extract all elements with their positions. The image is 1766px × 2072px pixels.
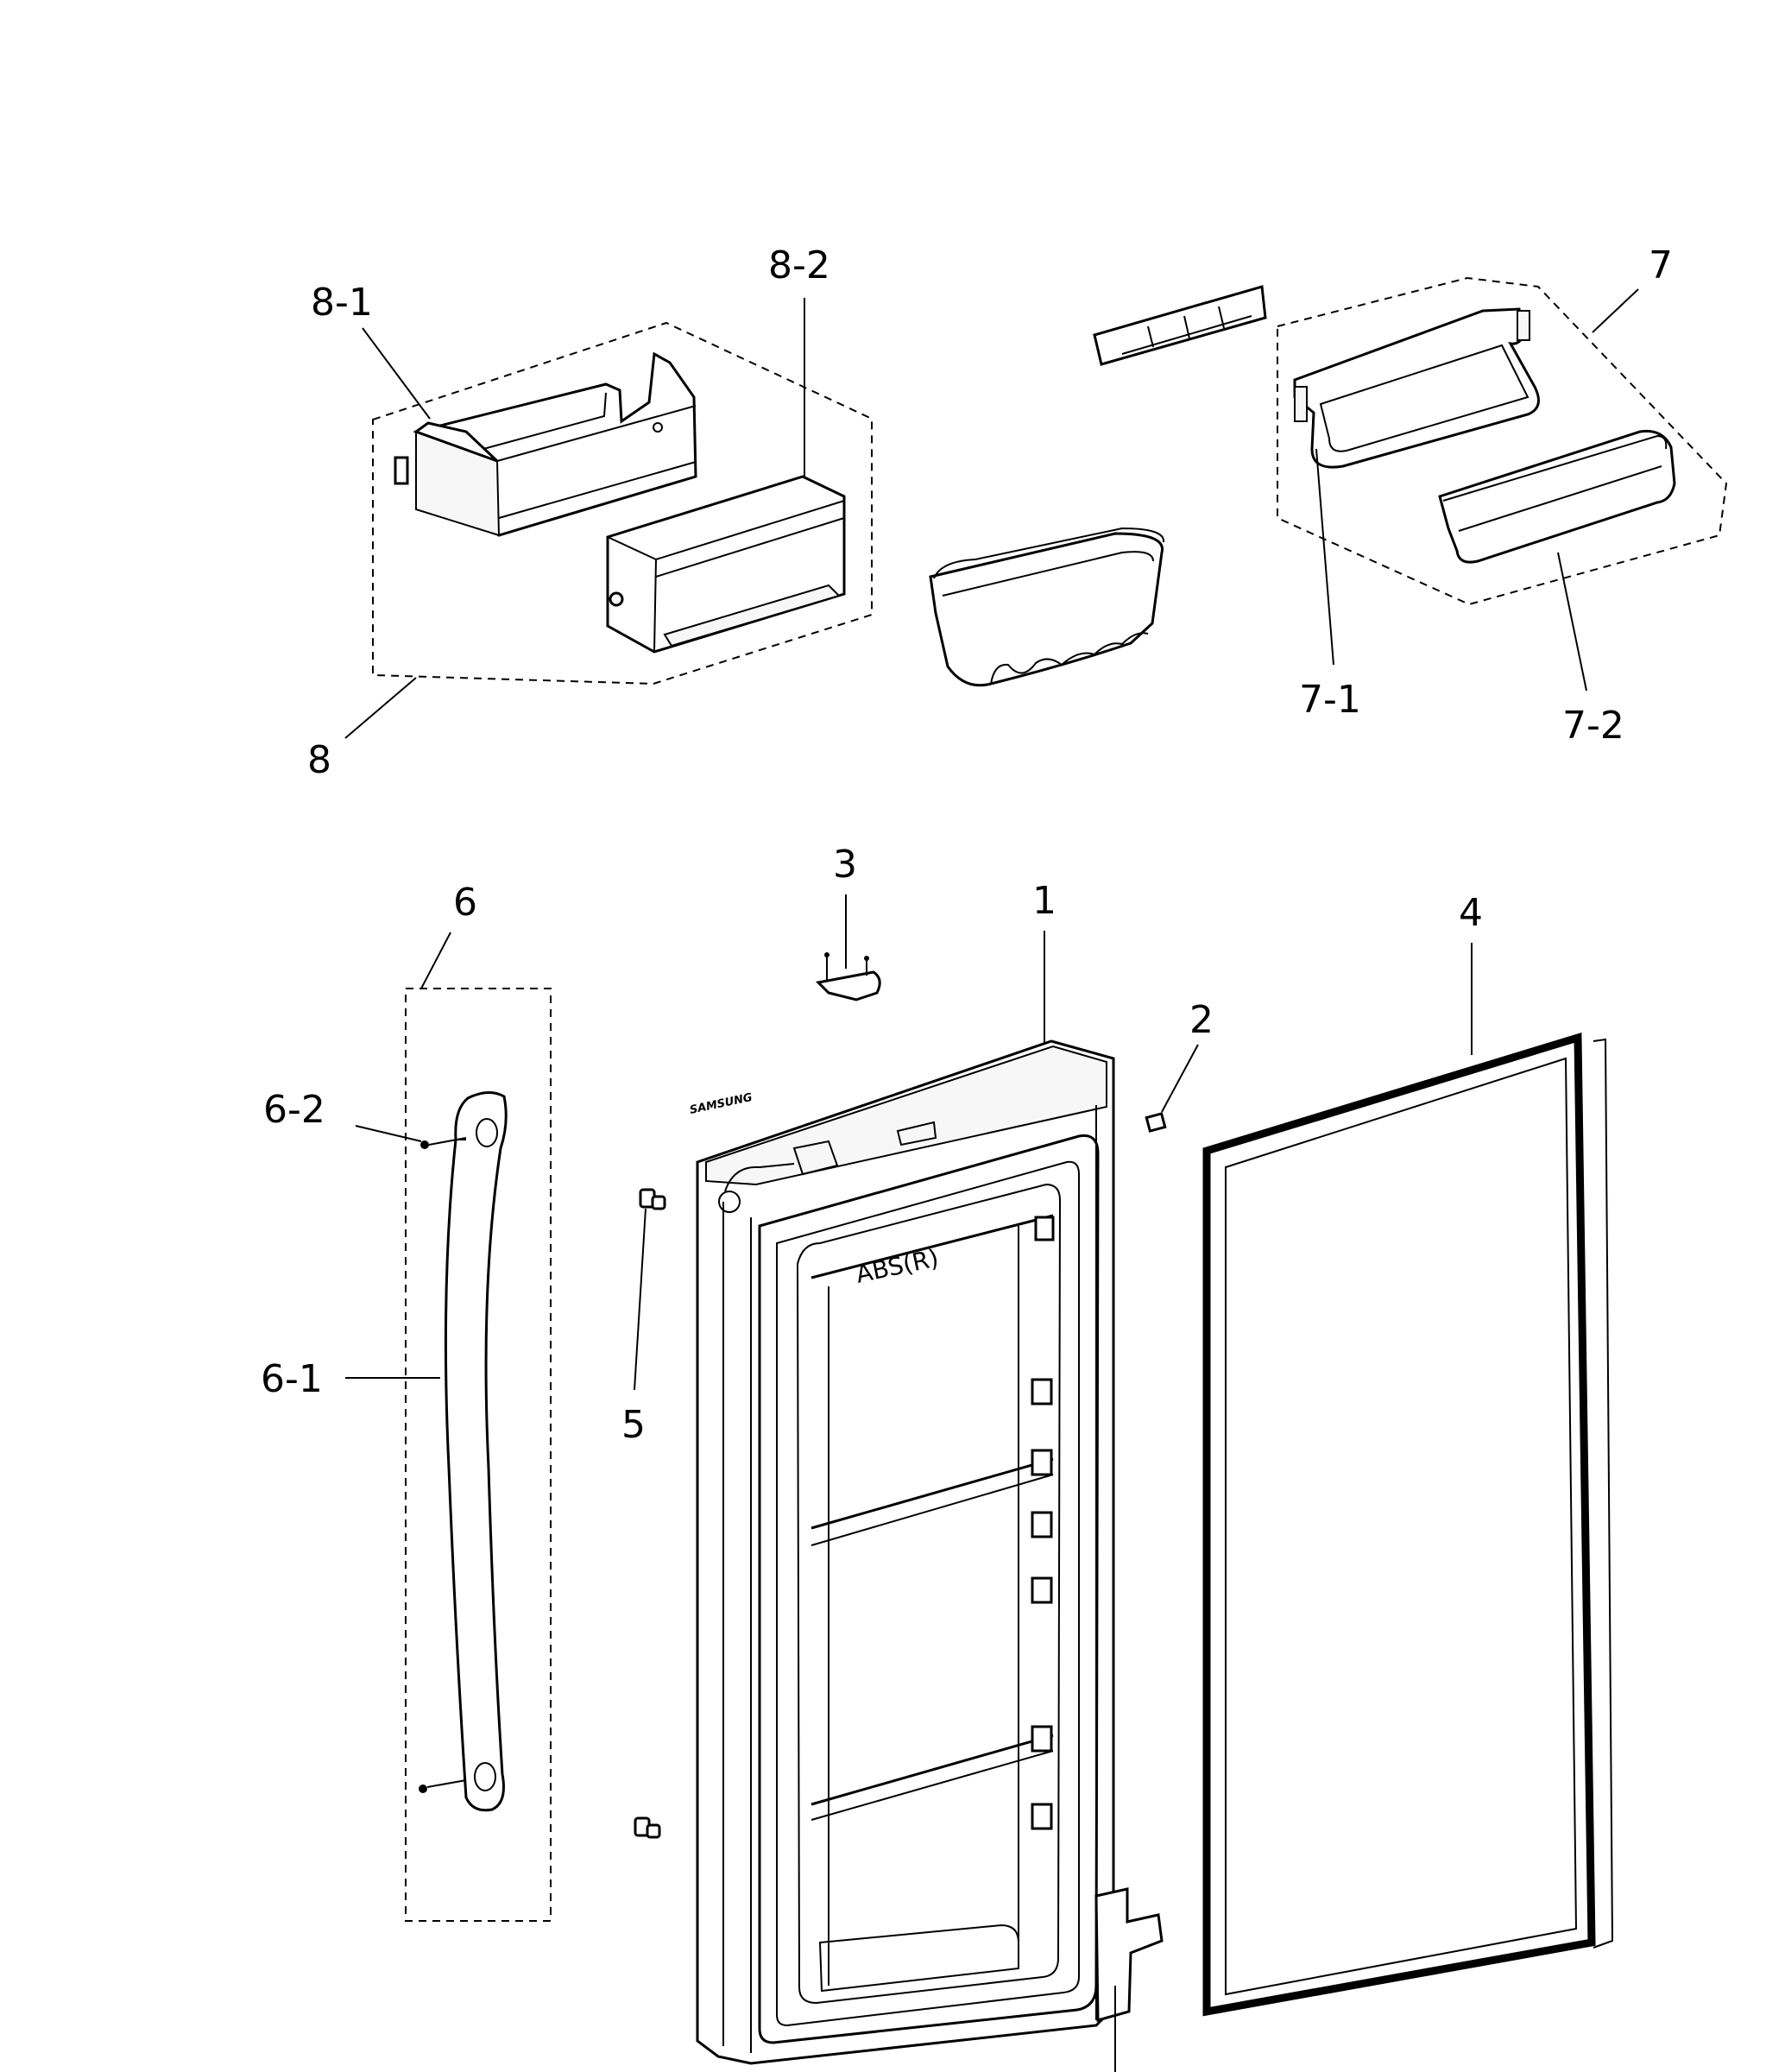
label-6-1: 6-1 [261,1357,323,1401]
label-8: 8 [307,738,331,782]
part-3-hinge-cap: 3 [815,843,881,1001]
assembly-7-boundary [1277,276,1728,606]
leader-6 [420,932,451,989]
label-7: 7 [1649,243,1673,287]
part-6-2-screws [419,1137,467,1793]
part-6-1-door-handle [444,1091,508,1812]
leader-7-2 [1557,552,1587,692]
label-7-2: 7-2 [1562,704,1624,748]
label-3: 3 [833,843,857,887]
label-4: 4 [1459,891,1483,935]
assembly-8: 8-1 8-2 8 [307,243,873,782]
leader-8 [344,677,417,739]
screw-lower [419,1785,427,1793]
label-6-2: 6-2 [263,1088,325,1132]
leader-8-1 [362,327,431,420]
label-1: 1 [1032,879,1056,923]
door-shelf-rib-1 [810,1214,1054,1279]
hinge-pin-upper [639,1188,666,1210]
label-5: 5 [621,1403,646,1447]
leader-6-2 [355,1125,422,1142]
label-6: 6 [453,881,477,925]
part-2-door-stopper: 2 [1145,998,1214,1133]
door-bin-basket [929,527,1165,687]
screw-upper [420,1140,429,1149]
part-7-2-front-rail [1438,429,1676,564]
leader-7 [1592,288,1639,333]
door-shelf-rib-2 [810,1457,1054,1530]
door-rail-cover [1093,285,1267,366]
door-logo: SAMSUNG [689,1091,754,1117]
part-8-2-dairy-bin [606,475,846,654]
assembly-7: 7 7-1 7-2 [1277,243,1728,748]
assembly-6-boundary [405,988,552,1922]
door-shelf-rib-3 [810,1734,1054,1806]
middle-top-parts [929,285,1267,687]
label-7-1: 7-1 [1299,678,1361,722]
assembly-6: 6 6-2 6-1 [261,881,552,1922]
leader-2 [1161,1044,1199,1113]
part-5-hinge-pins: 5 [621,1188,666,1839]
label-8-2: 8-2 [768,243,830,287]
door-shelf-clips [1031,1216,1055,1830]
hinge-pin-lower [634,1816,661,1839]
label-8-1: 8-1 [311,281,373,325]
label-2: 2 [1189,998,1214,1042]
part-8-1-shelf-guard [394,351,697,537]
part-7-1-door-shelf [1293,307,1540,469]
assembly-8-boundary [372,321,873,685]
part-4-door-gasket: 4 [1202,891,1614,2017]
leader-7-1 [1315,448,1334,666]
part-1-door-assembly: ABS(R) SAMSUNG 1 [689,879,1164,2072]
leader-5 [634,1208,646,1391]
